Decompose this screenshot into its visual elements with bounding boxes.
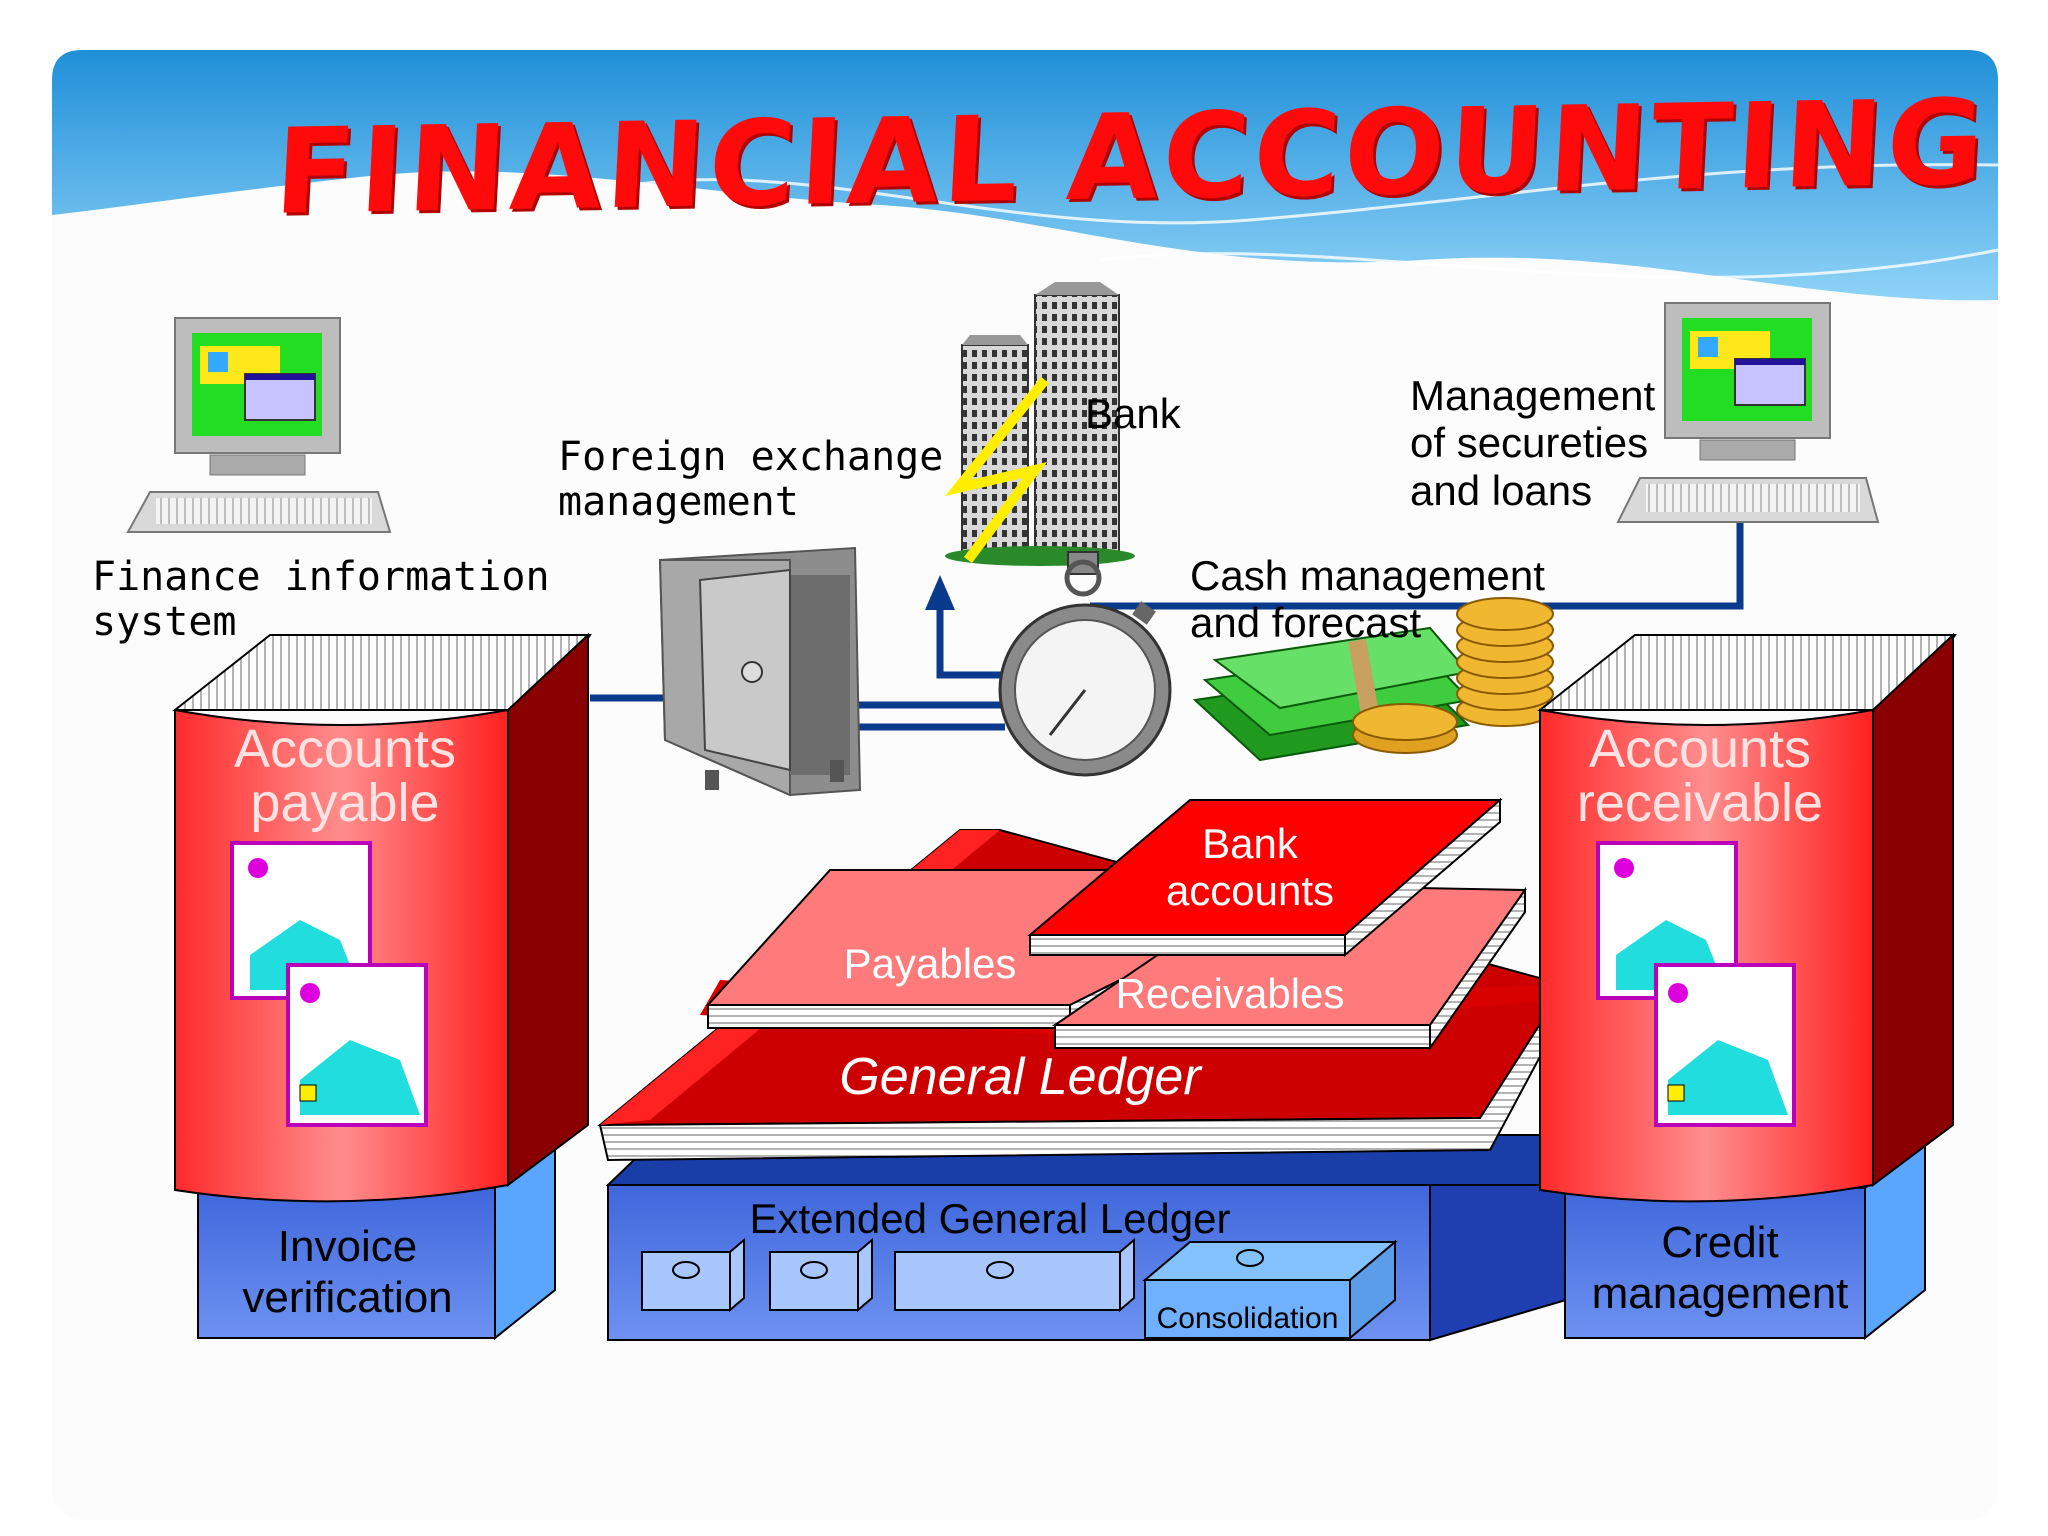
general-ledger-label: General Ledger <box>839 1048 1201 1106</box>
computer-left-icon <box>126 317 392 533</box>
accounts-payable-book <box>172 632 592 1203</box>
receivables-label: Receivables <box>1115 970 1345 1017</box>
finance-information-system-label: Finance information system <box>92 554 550 646</box>
money-stack-icon <box>1192 597 1554 762</box>
stopwatch-icon <box>998 551 1172 777</box>
cash-management-label: Cash management and forecast <box>1190 552 1545 647</box>
safe-icon <box>658 546 862 797</box>
bank-accounts-book <box>1027 797 1503 958</box>
invoice-verification-label: Invoice verification <box>242 1222 453 1322</box>
arrow-up-icon <box>925 575 955 610</box>
consolidation-label: Consolidation <box>1156 1302 1339 1335</box>
extended-general-ledger-label: Extended General Ledger <box>749 1195 1231 1242</box>
sky-wave-highlight-2 <box>1099 248 1999 279</box>
securities-loans-label: Management of secureties and loans <box>1410 372 1656 514</box>
connector-lines <box>590 520 1744 731</box>
payables-label: Payables <box>843 940 1017 987</box>
accounts-receivable-label: Accounts receivable <box>1576 719 1824 833</box>
accounts-payable-label: Accounts payable <box>233 719 457 833</box>
computer-right-icon <box>1616 302 1880 523</box>
sky-wave-highlight <box>599 163 1999 225</box>
bank-accounts-label: Bank accounts <box>1165 820 1335 915</box>
bank-label: Bank <box>1085 390 1181 437</box>
credit-management-label: Credit management <box>1591 1218 1849 1318</box>
accounts-receivable-book <box>1537 632 1957 1203</box>
foreign-exchange-label: Foreign exchange management <box>558 434 944 526</box>
sky-banner <box>52 50 1998 301</box>
